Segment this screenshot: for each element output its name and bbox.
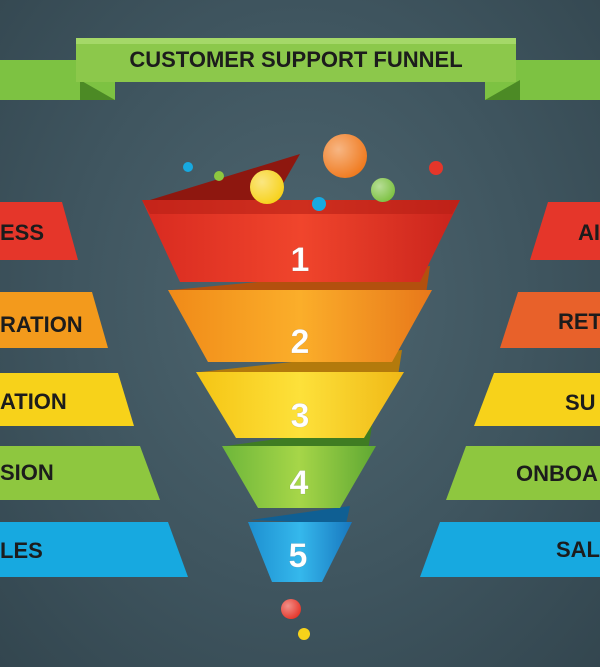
right-label-bg-4 xyxy=(446,446,600,500)
floating-balls xyxy=(183,134,443,640)
left-label-3: ATION xyxy=(0,389,67,414)
right-label-2: RET xyxy=(558,309,600,334)
funnel-stage-5-band xyxy=(248,522,352,582)
funnel-stage-5: 5 xyxy=(248,506,352,582)
left-label-1: ESS xyxy=(0,220,44,245)
right-label-bg-5 xyxy=(420,522,600,577)
funnel-stage-4-band xyxy=(222,446,376,508)
funnel-stage-4: 4 xyxy=(222,426,376,508)
funnel-stage-2-band xyxy=(168,290,432,362)
left-label-2: RATION xyxy=(0,312,83,337)
funnel-stage-2-number: 2 xyxy=(291,323,310,361)
ball-blue-mid xyxy=(312,197,326,211)
left-label-5: LES xyxy=(0,538,43,563)
funnel-stage-1-shade xyxy=(142,200,460,214)
funnel-stage-5-inner xyxy=(250,506,350,524)
banner-body xyxy=(76,38,516,82)
funnel-stage-3: 3 xyxy=(196,350,404,438)
funnel-stage-1: 1 xyxy=(142,154,460,282)
right-label-4: ONBOA xyxy=(516,461,598,486)
ball-green-shine xyxy=(371,178,395,202)
ball-red-small xyxy=(429,161,443,175)
right-label-bg-3 xyxy=(474,373,600,426)
funnel-stage-3-number: 3 xyxy=(291,397,310,435)
right-label-bg-2 xyxy=(500,292,600,348)
funnel-stage-5-number: 5 xyxy=(289,537,308,575)
funnel: 5 4 3 2 1 xyxy=(142,154,460,582)
funnel-stage-3-band xyxy=(196,372,404,438)
ball-yellow-shine xyxy=(250,170,284,204)
left-label-4: SION xyxy=(0,460,54,485)
banner-left-fold xyxy=(80,80,115,100)
left-label-bg-1 xyxy=(0,202,78,260)
banner-right-fold xyxy=(485,80,520,100)
right-label-bg-1 xyxy=(530,202,600,260)
banner-highlight xyxy=(76,38,516,44)
ball-green-small xyxy=(214,171,224,181)
ball-red-bottom-shine xyxy=(281,599,301,619)
right-label-3: SU xyxy=(565,390,596,415)
right-label-1: AI xyxy=(578,220,600,245)
title-banner: CUSTOMER SUPPORT FUNNEL xyxy=(0,38,600,100)
ball-blue-small xyxy=(183,162,193,172)
right-labels: AI RET SU ONBOA SAL xyxy=(420,202,600,577)
left-label-bg-5 xyxy=(0,522,188,577)
left-labels: ESS RATION ATION SION LES xyxy=(0,202,188,577)
funnel-stage-1-band xyxy=(142,200,460,282)
left-label-bg-3 xyxy=(0,373,134,426)
page-title: CUSTOMER SUPPORT FUNNEL xyxy=(129,47,462,72)
right-label-5: SAL xyxy=(556,537,600,562)
ball-yellow-bottom xyxy=(298,628,310,640)
left-label-bg-2 xyxy=(0,292,108,348)
left-label-bg-4 xyxy=(0,446,160,500)
ball-orange-large-shine xyxy=(323,134,367,178)
funnel-stage-4-number: 4 xyxy=(290,464,309,502)
funnel-stage-1-number: 1 xyxy=(291,241,310,279)
